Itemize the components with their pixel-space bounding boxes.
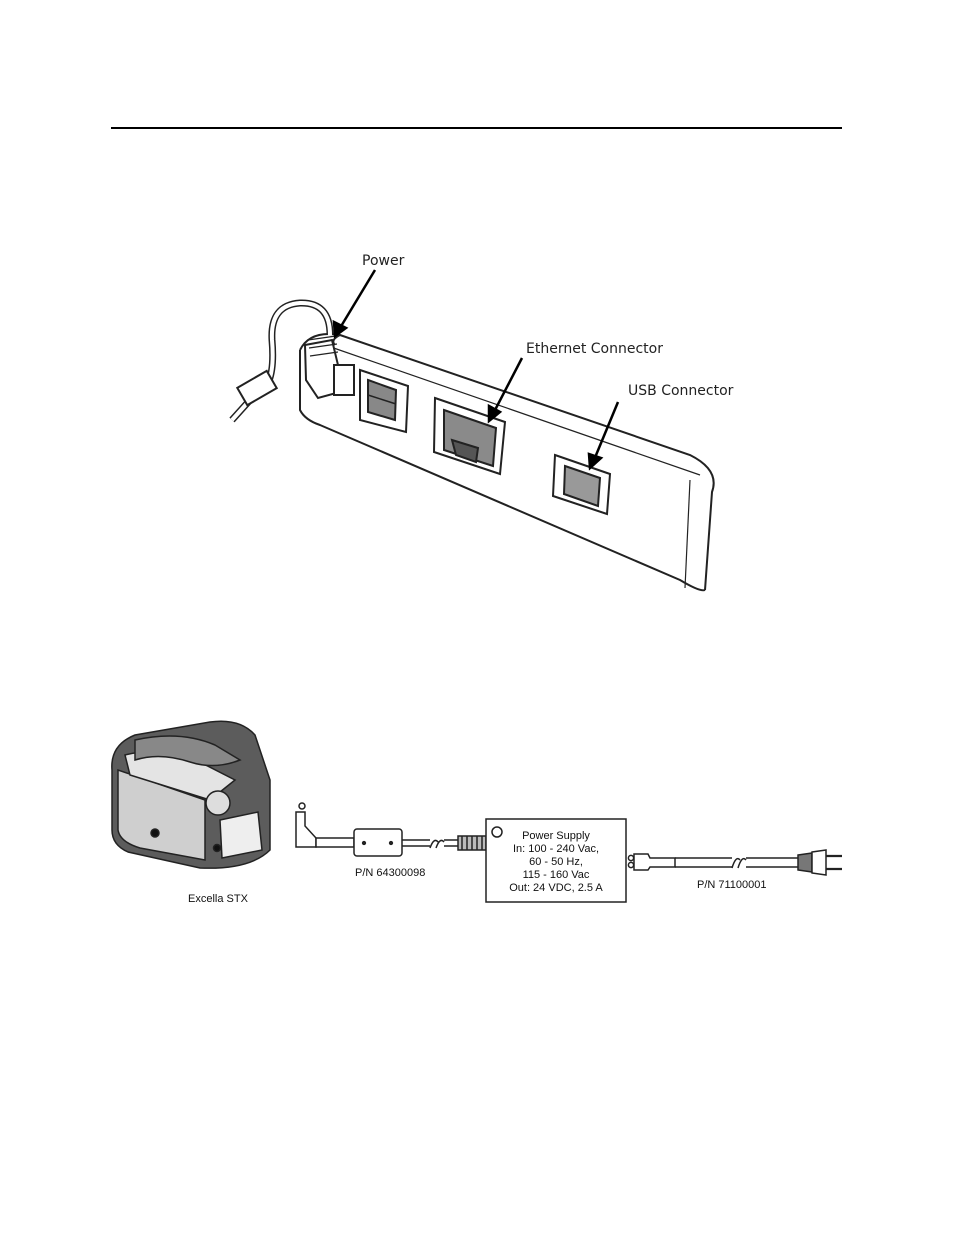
power-supply-line-1: Power Supply (522, 830, 590, 842)
power-supply-box (485, 818, 627, 903)
port-ethernet (432, 396, 507, 476)
header-rule (111, 127, 842, 129)
excella-stx-device (111, 720, 271, 869)
callout-arrows (332, 269, 620, 471)
power-supply-line-4: 115 - 160 Vac (523, 869, 590, 881)
power-supply-line-3: 60 - 50 Hz, (529, 856, 583, 868)
port-phone (359, 368, 410, 434)
ac-cord (627, 849, 842, 876)
power-supply-line-2: In: 100 - 240 Vac, (513, 843, 599, 855)
ferrite-bead (353, 828, 403, 857)
power-supply-led-icon (491, 826, 503, 838)
pn-ac-cord: P/N 71100001 (697, 879, 767, 891)
power-cable (229, 299, 355, 423)
callout-usb: USB Connector (628, 383, 734, 399)
dc-cord (402, 835, 487, 851)
port-usb (551, 453, 612, 516)
callout-power: Power (362, 253, 405, 269)
rear-panel-figure: Power Ethernet Connector USB Connector (229, 253, 734, 592)
power-supply-line-5: Out: 24 VDC, 2.5 A (509, 882, 603, 894)
dc-plug (295, 802, 355, 848)
device-label: Excella STX (188, 893, 249, 905)
pn-dc-cable: P/N 64300098 (355, 867, 425, 879)
callout-ethernet: Ethernet Connector (526, 341, 663, 357)
